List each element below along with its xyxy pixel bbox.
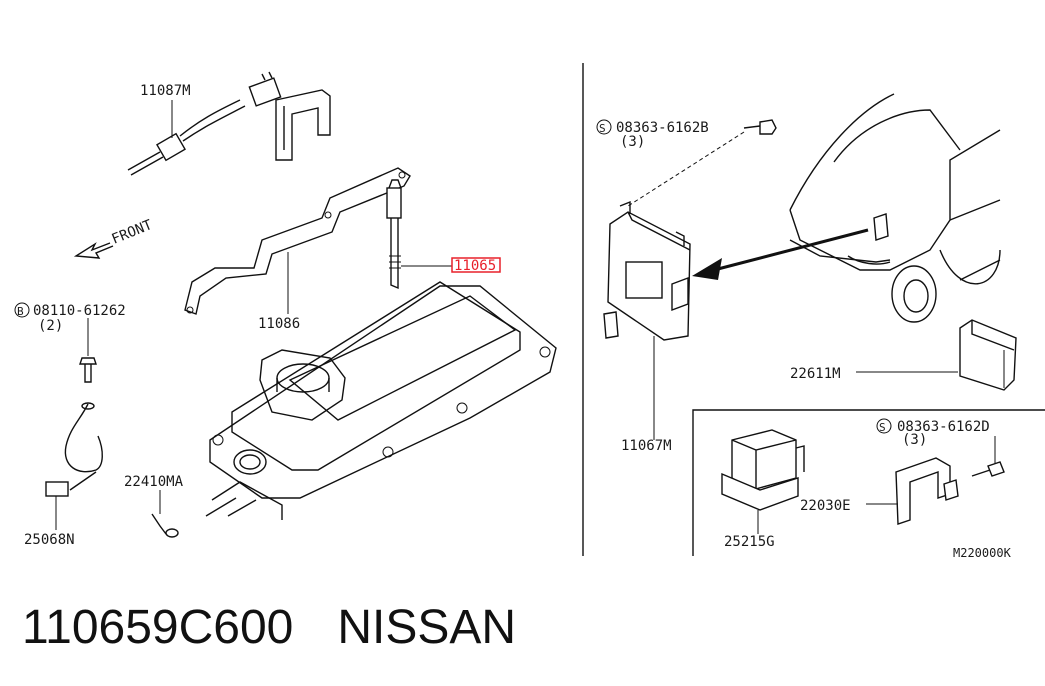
screw-symbol-S2-icon <box>876 418 892 434</box>
highlight-box-11065 <box>451 257 501 273</box>
control-unit-drawing <box>603 200 691 341</box>
label-08110-61262-qty: (2) <box>38 318 63 334</box>
label-11067M: 11067M <box>621 438 672 454</box>
screw-drawing <box>743 119 777 135</box>
label-08110-61262: 08110-61262 <box>33 303 126 319</box>
diagram-code: M220000K <box>953 546 1012 560</box>
label-22410MA: 22410MA <box>124 474 184 490</box>
label-08363-6162D: 08363-6162D <box>897 419 990 435</box>
label-08363-6162D-qty: (3) <box>902 432 927 448</box>
vehicle-drawing <box>789 93 1001 323</box>
bolt-drawing <box>79 357 97 410</box>
label-22611M: 22611M <box>790 366 841 382</box>
sensor-drawing <box>127 71 282 176</box>
inset-box-border <box>692 409 1045 556</box>
engine-cover-drawing <box>205 281 557 520</box>
label-bolt-symbol-B: B <box>17 305 24 318</box>
relay-bracket-drawing <box>895 457 959 525</box>
bracket-11086-drawing <box>184 167 411 315</box>
footer-caption: 110659C600 NISSAN <box>22 600 516 660</box>
bolt-symbol-B-icon <box>14 302 30 318</box>
part-number: 110659C600 <box>22 601 294 654</box>
sensor-bracket-drawing <box>275 89 331 161</box>
label-11086: 11086 <box>258 316 300 332</box>
dashed-guide <box>627 131 745 207</box>
brand-name: NISSAN <box>337 601 517 654</box>
front-arrow-icon <box>73 242 114 259</box>
label-08363-6162B-qty: (3) <box>620 134 645 150</box>
label-screw-symbol-S1: S <box>599 122 606 135</box>
label-25068N: 25068N <box>24 532 75 548</box>
label-11065: 11065 <box>454 258 496 274</box>
screw-2-drawing <box>971 461 1005 477</box>
location-arrow-icon <box>692 228 869 280</box>
relay-drawing <box>721 429 805 511</box>
glow-plug-drawing <box>386 179 402 290</box>
harness-drawing <box>45 403 103 497</box>
clip-drawing <box>151 513 179 538</box>
label-11087M: 11087M <box>140 83 191 99</box>
label-screw-symbol-S2: S <box>879 421 886 434</box>
module-drawing <box>959 319 1017 391</box>
label-22030E: 22030E <box>800 498 851 514</box>
screw-symbol-S1-icon <box>596 119 612 135</box>
label-front: FRONT <box>110 217 156 248</box>
label-08363-6162B: 08363-6162B <box>616 120 709 136</box>
label-25215G: 25215G <box>724 534 775 550</box>
